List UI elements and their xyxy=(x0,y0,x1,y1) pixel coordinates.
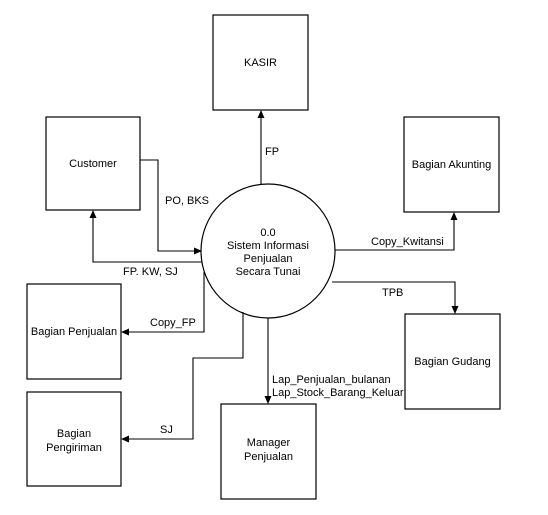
flow-fp-kw-sj: FP. KW, SJ xyxy=(89,210,202,278)
flow-copy-kwitansi-label: Copy_Kwitansi xyxy=(371,236,444,248)
entity-manager-penjualan: Manager Penjualan xyxy=(220,403,317,500)
entity-manager-penjualan-label-1: Manager xyxy=(247,437,291,449)
entity-bagian-penjualan-label: Bagian Penjualan xyxy=(31,326,117,338)
entity-kasir: KASIR xyxy=(212,14,309,111)
entity-bagian-penjualan: Bagian Penjualan xyxy=(26,283,122,380)
flow-copy-kwitansi: Copy_Kwitansi xyxy=(335,212,458,251)
flow-lap-stock-label: Lap_Stock_Barang_Keluar xyxy=(272,387,404,399)
flow-fp-label: FP xyxy=(265,146,279,158)
flow-fp-kw-sj-label: FP. KW, SJ xyxy=(123,266,178,278)
entity-customer-label: Customer xyxy=(69,158,117,170)
process-0-0: 0.0 Sistem Informasi Penjualan Secara Tu… xyxy=(200,183,336,319)
entity-bagian-gudang-label: Bagian Gudang xyxy=(414,356,490,368)
flow-po-bks: PO, BKS xyxy=(140,159,209,255)
flow-sj: SJ xyxy=(121,312,244,443)
flow-sj-label: SJ xyxy=(160,424,173,436)
entity-bagian-akunting-label: Bagian Akunting xyxy=(412,159,492,171)
flow-copy-fp-label: Copy_FP xyxy=(150,317,196,329)
entity-bagian-pengiriman: Bagian Pengiriman xyxy=(26,391,122,487)
entity-bagian-pengiriman-label-2: Pengiriman xyxy=(46,442,102,454)
flow-lap-penjualan-label: Lap_Penjualan_bulanan xyxy=(272,374,391,386)
process-number: 0.0 xyxy=(260,227,275,239)
flow-laporan: Lap_Penjualan_bulanan Lap_Stock_Barang_K… xyxy=(264,318,404,404)
flow-tpb: TPB xyxy=(332,281,459,314)
entity-bagian-akunting: Bagian Akunting xyxy=(403,116,500,213)
flow-po-bks-label: PO, BKS xyxy=(165,195,209,207)
flow-copy-fp: Copy_FP xyxy=(121,272,205,336)
process-name-line-2: Penjualan xyxy=(244,253,293,265)
process-name-line-1: Sistem Informasi xyxy=(227,240,309,252)
entity-bagian-pengiriman-label-1: Bagian xyxy=(57,428,91,440)
entity-bagian-gudang: Bagian Gudang xyxy=(404,313,501,410)
entity-kasir-label: KASIR xyxy=(244,57,277,69)
flow-fp: FP xyxy=(257,110,279,184)
flow-tpb-label: TPB xyxy=(382,287,403,299)
entity-customer: Customer xyxy=(45,116,141,211)
process-name-line-3: Secara Tunai xyxy=(236,266,301,278)
entity-manager-penjualan-label-2: Penjualan xyxy=(244,451,293,463)
